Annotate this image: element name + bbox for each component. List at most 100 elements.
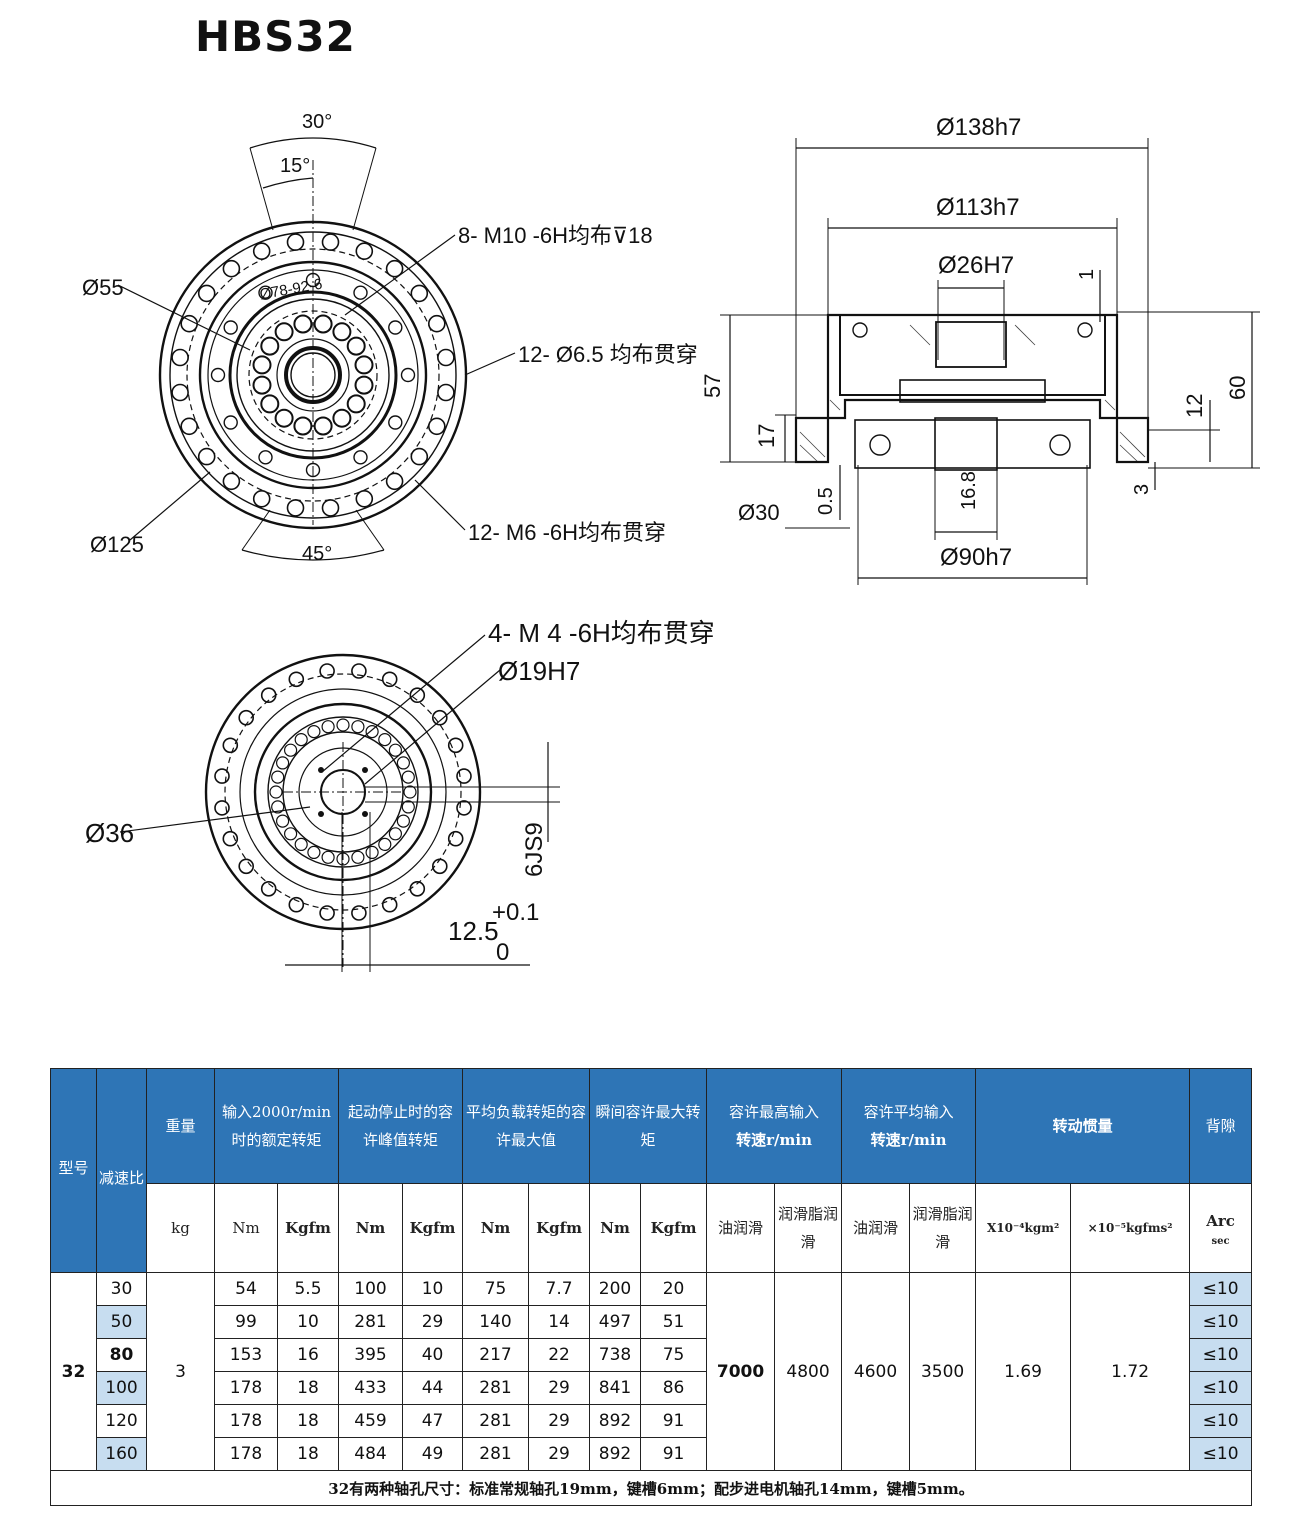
header-model: 型号 [50, 1068, 97, 1273]
header-max-speed-label: 容许最高输入 [729, 1103, 820, 1121]
bolt-hole [409, 687, 426, 703]
bolt-hole [428, 417, 446, 436]
bolt-hole [354, 375, 374, 395]
unit-kg: kg [146, 1183, 215, 1273]
dim-d138: Ø138h7 [936, 114, 1021, 141]
header-ratio: 减速比 [96, 1068, 147, 1273]
cell-inst-kgfm: 20 [640, 1272, 708, 1306]
bolt-hole [355, 490, 374, 508]
unit-avg-grease: 润滑脂润滑 [909, 1183, 977, 1273]
bolt-hole [238, 858, 254, 875]
bolt-hole [238, 709, 254, 726]
cell-inertia-kgf: 1.72 [1070, 1272, 1191, 1471]
cell-inst-kgfm: 91 [640, 1404, 708, 1438]
cell-rated-kgfm: 5.5 [277, 1272, 339, 1306]
tol-plus: +0.1 [492, 899, 539, 926]
bolt-hole [252, 242, 271, 260]
dim-12: 12 [1182, 394, 1207, 418]
bolt-hole [388, 320, 403, 335]
dim-d113: Ø113h7 [936, 194, 1020, 221]
unit-arc: Arc [1206, 1212, 1235, 1230]
cell-rated-kgfm: 18 [277, 1404, 339, 1438]
cell-rated-kgfm: 10 [277, 1305, 339, 1339]
bolt-hole [286, 233, 305, 251]
cell-start-kgfm: 40 [401, 1338, 464, 1372]
cell-start-kgfm: 29 [401, 1305, 464, 1339]
cell-rated-kgfm: 18 [277, 1371, 339, 1405]
bearing-roller [275, 756, 290, 770]
header-avg-speed: 容许平均输入转速r/min [841, 1068, 977, 1184]
cell-max-speed-grease: 4800 [774, 1272, 843, 1471]
callout-d19: Ø19H7 [498, 656, 580, 686]
bolt-hole [180, 314, 198, 333]
header-weight: 重量 [146, 1068, 215, 1184]
cell-avg-nm: 281 [462, 1437, 530, 1471]
bearing-roller [351, 720, 365, 734]
cell-avg-nm: 75 [462, 1272, 530, 1306]
unit-rated-kgfm: Kgfm [277, 1183, 339, 1273]
cell-avg-kgfm: 14 [528, 1305, 591, 1339]
bearing-roller [396, 756, 411, 770]
callout-m6: 12- M6 -6H均布贯穿 [468, 520, 666, 545]
cell-avg-nm: 217 [462, 1338, 530, 1372]
unit-avg-nm: Nm [462, 1183, 530, 1273]
bolt-hole [346, 394, 366, 414]
cell-inst-nm: 841 [589, 1371, 642, 1405]
bolt-hole [447, 830, 464, 847]
bolt-hole [351, 663, 367, 679]
bearing-roller [351, 850, 365, 864]
angle-45-label: 45° [302, 543, 332, 565]
front-view-drawing: 30° 15° 45° Ø55 Ø125 8- M10 -6H均布⊽18 12-… [82, 111, 698, 565]
cell-avg-nm: 140 [462, 1305, 530, 1339]
bolt-hole [214, 800, 230, 816]
unit-max-oil: 油润滑 [706, 1183, 776, 1273]
bearing-roller [365, 845, 379, 860]
bolt-hole [353, 285, 368, 300]
bolt-hole [385, 259, 404, 278]
bearing-roller [269, 785, 283, 799]
tol-zero: 0 [496, 939, 509, 966]
bearing-roller [283, 743, 298, 757]
dim-3: 3 [1131, 484, 1153, 495]
bearing-roller [271, 770, 285, 784]
cell-inst-nm: 200 [589, 1272, 642, 1306]
bolt-hole [354, 355, 374, 375]
cell-backlash: ≤10 [1189, 1371, 1253, 1405]
bearing-roller [307, 845, 321, 860]
bolt-hole [258, 450, 273, 465]
cell-start-nm: 484 [338, 1437, 403, 1471]
cell-max-speed-oil: 7000 [706, 1272, 776, 1471]
cell-start-kgfm: 44 [401, 1371, 464, 1405]
bearing-roller [283, 827, 298, 841]
cell-avg-nm: 281 [462, 1404, 530, 1438]
cell-inst-kgfm: 86 [640, 1371, 708, 1405]
bolt-hole [346, 336, 366, 356]
cell-backlash: ≤10 [1189, 1305, 1253, 1339]
unit-start-kgfm: Kgfm [401, 1183, 464, 1273]
bolt-hole [381, 896, 398, 913]
cell-rated-nm: 178 [214, 1404, 278, 1438]
cell-rated-nm: 178 [214, 1437, 278, 1471]
cell-inst-nm: 738 [589, 1338, 642, 1372]
cell-inst-kgfm: 75 [640, 1338, 708, 1372]
bolt-hole [355, 242, 374, 260]
cell-inst-nm: 892 [589, 1437, 642, 1471]
cell-rated-kgfm: 16 [277, 1338, 339, 1372]
spec-table: 型号 减速比 重量 输入2000r/min时的额定转矩 起动停止时的容许峰值转矩… [49, 1068, 1253, 1506]
bolt-hole [171, 348, 189, 367]
bolt-hole [214, 768, 230, 784]
bolt-hole [293, 416, 313, 436]
bolt-hole [410, 284, 429, 303]
bolt-hole [252, 355, 272, 375]
bearing-roller [401, 770, 415, 784]
cell-start-nm: 395 [338, 1338, 403, 1372]
dia-55-label: Ø55 [82, 275, 124, 300]
table-note: 32有两种轴孔尺寸：标准常规轴孔19mm，键槽6mm；配步进电机轴孔14mm，键… [49, 1470, 1253, 1506]
dim-1: 1 [1076, 269, 1098, 280]
dim-57: 57 [700, 374, 725, 398]
cell-avg-kgfm: 7.7 [528, 1272, 591, 1306]
table-row: 160 178 18 484 49 281 29 892 91 ≤10 [51, 1437, 1253, 1471]
dim-60: 60 [1225, 376, 1250, 400]
callout-m4: 4- M 4 -6H均布贯穿 [488, 618, 715, 648]
bolt-hole [274, 322, 294, 342]
